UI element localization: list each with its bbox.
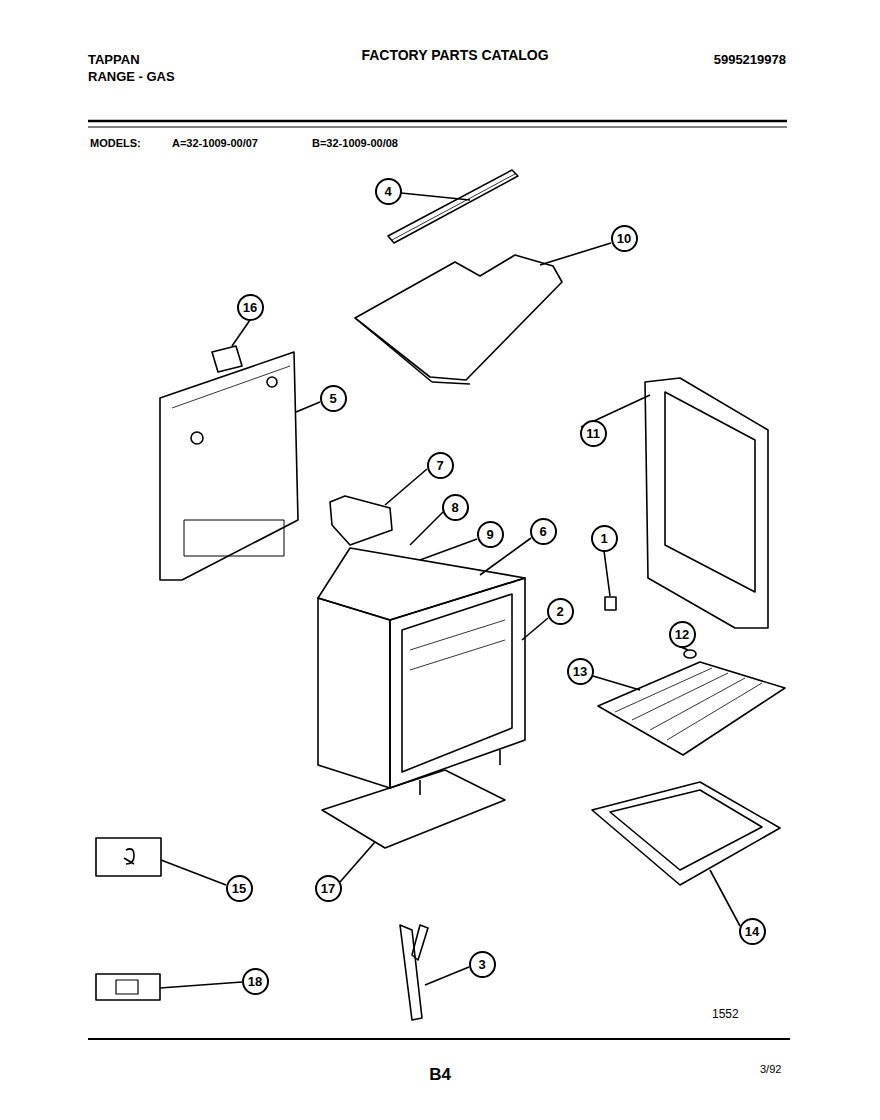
header-label: B4 bbox=[429, 1066, 451, 1085]
callout-circle: 6 bbox=[530, 518, 557, 545]
callout-circle: 16 bbox=[237, 294, 264, 321]
callout-number: 8 bbox=[451, 501, 458, 514]
callout-circle: 8 bbox=[442, 494, 469, 521]
callout-number: 2 bbox=[556, 605, 563, 618]
callout-number: 11 bbox=[586, 427, 600, 440]
callout-circle: 9 bbox=[477, 521, 504, 548]
callout-number: 5 bbox=[329, 392, 336, 405]
callout-number: 13 bbox=[573, 665, 587, 678]
callout-circle: 11 bbox=[580, 420, 607, 447]
callout-number: 17 bbox=[321, 882, 335, 895]
callout-number: 3 bbox=[478, 958, 485, 971]
header-label: 1552 bbox=[712, 1008, 739, 1021]
callout-number: 14 bbox=[745, 925, 759, 938]
catalog-title: FACTORY PARTS CATALOG bbox=[361, 48, 548, 63]
callout-circle: 2 bbox=[547, 598, 574, 625]
callout-number: 7 bbox=[436, 459, 443, 472]
callout-circle: 18 bbox=[242, 968, 269, 995]
header-label: B=32-1009-00/08 bbox=[312, 137, 398, 149]
callout-number: 12 bbox=[675, 628, 689, 641]
callout-number: 4 bbox=[384, 185, 391, 198]
callout-circle: 13 bbox=[567, 658, 594, 685]
callout-circle: 15 bbox=[226, 875, 253, 902]
header-label: TAPPAN bbox=[88, 53, 140, 67]
callout-circle: 1 bbox=[591, 525, 618, 552]
header-label: RANGE - GAS bbox=[88, 70, 175, 84]
callout-number: 15 bbox=[232, 882, 246, 895]
callout-circle: 7 bbox=[427, 452, 454, 479]
callout-number: 9 bbox=[486, 528, 493, 541]
callout-circle: 4 bbox=[375, 178, 402, 205]
callout-circle: 17 bbox=[315, 875, 342, 902]
callout-circle: 3 bbox=[469, 951, 496, 978]
callout-circle: 14 bbox=[739, 918, 766, 945]
callout-number: 6 bbox=[539, 525, 546, 538]
callout-number: 16 bbox=[243, 301, 257, 314]
header-label: 5995219978 bbox=[714, 53, 786, 67]
header-label: MODELS: bbox=[90, 137, 141, 149]
header-label: 3/92 bbox=[760, 1063, 781, 1075]
callout-circle: 12 bbox=[669, 621, 696, 648]
callout-number: 18 bbox=[248, 975, 262, 988]
callout-number: 10 bbox=[617, 232, 631, 245]
callout-circle: 5 bbox=[320, 385, 347, 412]
callout-number: 1 bbox=[600, 532, 607, 545]
header-label: A=32-1009-00/07 bbox=[172, 137, 258, 149]
callout-circle: 10 bbox=[611, 225, 638, 252]
